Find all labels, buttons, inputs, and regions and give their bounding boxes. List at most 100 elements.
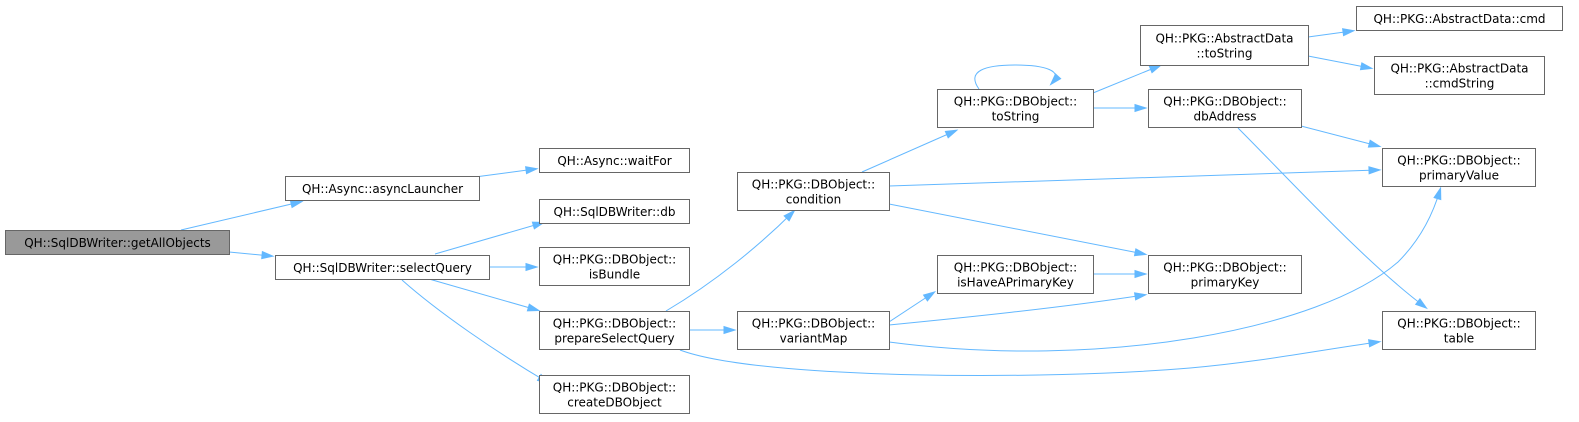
node-label-line: table bbox=[1444, 332, 1474, 346]
node-label-line: primaryKey bbox=[1191, 276, 1260, 290]
edge-selectQuery-to-isBundle-arrowhead bbox=[525, 262, 539, 272]
node-box[interactable] bbox=[539, 148, 690, 173]
node-label-line: QH::PKG::DBObject:: bbox=[553, 317, 676, 331]
node-label-line: prepareSelectQuery bbox=[554, 332, 674, 346]
node-label-line: isBundle bbox=[589, 268, 640, 282]
edge-prepareSelectQuery-to-condition-arrowhead bbox=[783, 209, 796, 222]
node-createDBObject[interactable]: QH::PKG::DBObject::createDBObject bbox=[539, 375, 690, 414]
edge-condition-to-primaryKey-line bbox=[888, 203, 1145, 255]
node-label-line: dbAddress bbox=[1193, 110, 1256, 124]
edge-condition-to-toString bbox=[861, 129, 959, 173]
node-box[interactable] bbox=[275, 255, 490, 280]
node-box[interactable] bbox=[1382, 311, 1536, 350]
edge-variantMap-to-isHaveAPrimaryKey bbox=[888, 290, 937, 323]
edge-dbAddress-to-table-line bbox=[1237, 127, 1426, 308]
edge-prepareSelectQuery-to-variantMap bbox=[689, 325, 737, 335]
node-box[interactable] bbox=[285, 176, 480, 201]
node-dbAddress[interactable]: QH::PKG::DBObject::dbAddress bbox=[1148, 89, 1302, 128]
edge-getAllObjects-to-asyncLauncher-line bbox=[180, 201, 301, 231]
edge-condition-to-toString-line bbox=[861, 130, 956, 173]
node-label-line: QH::PKG::DBObject:: bbox=[553, 381, 676, 395]
edge-getAllObjects-to-asyncLauncher bbox=[180, 200, 304, 231]
edge-dbAddress-to-primaryValue-arrowhead bbox=[1367, 139, 1382, 148]
edge-prepareSelectQuery-to-variantMap-arrowhead bbox=[723, 325, 737, 335]
edge-condition-to-primaryKey-arrowhead bbox=[1133, 248, 1148, 257]
edge-prepareSelectQuery-to-table-arrowhead bbox=[1368, 339, 1382, 348]
node-box[interactable] bbox=[1356, 6, 1563, 31]
node-box[interactable] bbox=[937, 255, 1094, 294]
edge-dbAddress-to-table bbox=[1237, 127, 1428, 310]
node-label-line: QH::PKG::DBObject:: bbox=[1397, 317, 1520, 331]
node-condition[interactable]: QH::PKG::DBObject::condition bbox=[737, 172, 890, 211]
node-label-line: QH::Async::waitFor bbox=[557, 154, 671, 168]
node-label-line: isHaveAPrimaryKey bbox=[957, 276, 1074, 290]
edge-dbAddress-to-primaryValue-line bbox=[1300, 125, 1379, 147]
node-label-line: QH::SqlDBWriter::getAllObjects bbox=[24, 236, 211, 250]
edge-prepareSelectQuery-to-table bbox=[679, 339, 1382, 376]
node-adToString[interactable]: QH::PKG::AbstractData::toString bbox=[1140, 25, 1309, 66]
node-label-line: ::toString bbox=[1197, 47, 1253, 61]
edge-condition-to-toString-arrowhead bbox=[944, 129, 959, 139]
edge-selectQuery-to-prepareSelectQuery-line bbox=[428, 278, 538, 311]
edge-toString-to-toString bbox=[974, 64, 1062, 90]
node-label-line: variantMap bbox=[780, 332, 848, 346]
edge-getAllObjects-to-selectQuery bbox=[228, 250, 275, 260]
edge-adToString-to-cmd bbox=[1307, 28, 1356, 38]
node-label-line: primaryValue bbox=[1419, 169, 1499, 183]
node-box[interactable] bbox=[1148, 89, 1302, 128]
node-asyncLauncher[interactable]: QH::Async::asyncLauncher bbox=[285, 176, 480, 201]
node-isBundle[interactable]: QH::PKG::DBObject::isBundle bbox=[539, 247, 690, 286]
edge-asyncLauncher-to-waitFor-arrowhead bbox=[525, 166, 539, 175]
edge-adToString-to-cmdString bbox=[1307, 55, 1374, 71]
node-label-line: QH::Async::asyncLauncher bbox=[302, 182, 463, 196]
node-label-line: QH::PKG::DBObject:: bbox=[1163, 261, 1286, 275]
edge-adToString-to-cmd-arrowhead bbox=[1342, 28, 1356, 37]
node-label-line: toString bbox=[992, 110, 1040, 124]
edge-asyncLauncher-to-waitFor-line bbox=[474, 168, 536, 178]
node-box[interactable] bbox=[539, 375, 690, 414]
node-box[interactable] bbox=[539, 311, 690, 350]
edge-getAllObjects-to-asyncLauncher-arrowhead bbox=[289, 200, 304, 209]
edge-variantMap-to-primaryKey bbox=[888, 292, 1148, 326]
node-label-line: createDBObject bbox=[567, 396, 662, 410]
node-box[interactable] bbox=[1374, 56, 1545, 95]
call-nodes: QH::SqlDBWriter::getAllObjects QH::Async:… bbox=[5, 6, 1563, 414]
edge-asyncLauncher-to-waitFor bbox=[474, 166, 539, 178]
node-variantMap[interactable]: QH::PKG::DBObject::variantMap bbox=[737, 311, 890, 350]
node-label-line: QH::PKG::DBObject:: bbox=[553, 253, 676, 267]
edge-toString-to-toString-line bbox=[974, 64, 1057, 90]
node-toString[interactable]: QH::PKG::DBObject::toString bbox=[937, 89, 1094, 128]
node-box[interactable] bbox=[937, 89, 1094, 128]
node-isHaveAPrimaryKey[interactable]: QH::PKG::DBObject::isHaveAPrimaryKey bbox=[937, 255, 1094, 294]
edge-variantMap-to-primaryValue-arrowhead bbox=[1433, 186, 1442, 201]
node-box bbox=[5, 230, 230, 255]
node-box[interactable] bbox=[539, 199, 690, 224]
node-primaryKey[interactable]: QH::PKG::DBObject::primaryKey bbox=[1148, 255, 1302, 294]
node-label-line: QH::PKG::AbstractData bbox=[1390, 62, 1528, 76]
node-box[interactable] bbox=[1148, 255, 1302, 294]
node-primaryValue[interactable]: QH::PKG::DBObject::primaryValue bbox=[1382, 148, 1536, 187]
node-prepareSelectQuery[interactable]: QH::PKG::DBObject::prepareSelectQuery bbox=[539, 311, 690, 350]
edge-condition-to-primaryValue bbox=[888, 166, 1382, 187]
edge-dbAddress-to-primaryValue bbox=[1300, 125, 1382, 148]
node-box[interactable] bbox=[1382, 148, 1536, 187]
node-cmdString[interactable]: QH::PKG::AbstractData::cmdString bbox=[1374, 56, 1545, 95]
edge-selectQuery-to-db-line bbox=[434, 222, 543, 255]
node-cmd[interactable]: QH::PKG::AbstractData::cmd bbox=[1356, 6, 1563, 31]
node-table[interactable]: QH::PKG::DBObject::table bbox=[1382, 311, 1536, 350]
edge-variantMap-to-isHaveAPrimaryKey-arrowhead bbox=[922, 290, 937, 302]
edge-condition-to-primaryValue-line bbox=[888, 169, 1379, 187]
node-box[interactable] bbox=[737, 311, 890, 350]
edge-adToString-to-cmdString-arrowhead bbox=[1359, 62, 1374, 71]
node-selectQuery[interactable]: QH::SqlDBWriter::selectQuery bbox=[275, 255, 490, 280]
edge-toString-to-adToString-arrowhead bbox=[1148, 64, 1163, 74]
node-box[interactable] bbox=[1140, 25, 1309, 66]
node-label-line: QH::PKG::DBObject:: bbox=[752, 317, 875, 331]
node-label-line: QH::PKG::DBObject:: bbox=[1163, 95, 1286, 109]
edge-condition-to-primaryKey bbox=[888, 203, 1148, 257]
node-box[interactable] bbox=[737, 172, 890, 211]
node-db[interactable]: QH::SqlDBWriter::db bbox=[539, 199, 690, 224]
node-waitFor[interactable]: QH::Async::waitFor bbox=[539, 148, 690, 173]
node-box[interactable] bbox=[539, 247, 690, 286]
